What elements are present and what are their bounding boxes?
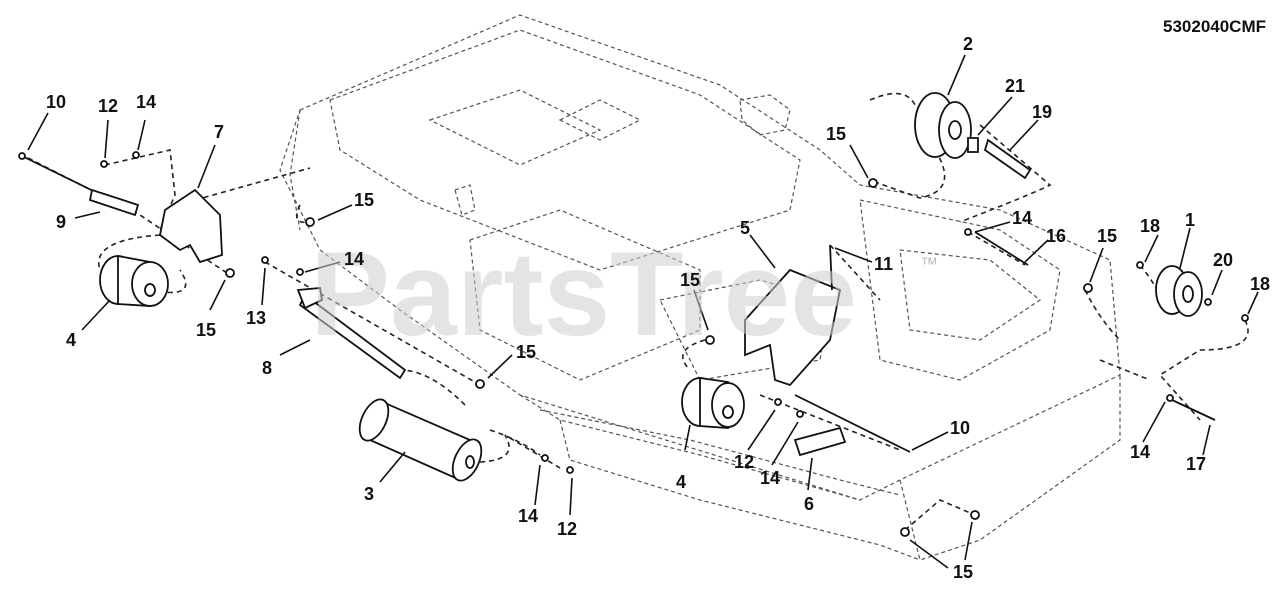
wheel-part-1 xyxy=(1155,265,1203,317)
callout-leaders xyxy=(27,54,1259,569)
callout-label: 12 xyxy=(734,452,754,472)
callout-labels: 10 12 14 7 9 4 15 15 13 14 8 15 3 14 12 … xyxy=(46,34,1270,582)
callout-label: 12 xyxy=(98,96,118,116)
callout-label: 5 xyxy=(740,218,750,238)
bracket-part-5 xyxy=(744,268,842,387)
callout-label: 21 xyxy=(1005,76,1025,96)
callout-label: 19 xyxy=(1032,102,1052,122)
callout-label: 10 xyxy=(46,92,66,112)
callout-label: 6 xyxy=(804,494,814,514)
callout-label: 15 xyxy=(354,190,374,210)
callout-label: 12 xyxy=(557,519,577,539)
callout-label: 14 xyxy=(344,249,364,269)
wheel-part-2 xyxy=(914,92,979,159)
watermark-trademark: ™ xyxy=(920,254,938,274)
callout-label: 15 xyxy=(196,320,216,340)
mower-deck-outline xyxy=(279,14,1121,561)
callout-label: 15 xyxy=(953,562,973,582)
callout-label: 15 xyxy=(826,124,846,144)
callout-label: 16 xyxy=(1046,226,1066,246)
callout-label: 11 xyxy=(874,254,893,274)
callout-label: 15 xyxy=(516,342,536,362)
callout-label: 15 xyxy=(1097,226,1117,246)
callout-label: 9 xyxy=(56,212,66,232)
shafts-and-bolts xyxy=(18,138,1249,537)
callout-label: 18 xyxy=(1250,274,1270,294)
callout-label: 4 xyxy=(66,330,76,350)
callout-label: 3 xyxy=(364,484,374,504)
callout-label: 14 xyxy=(1130,442,1150,462)
callout-label: 14 xyxy=(760,468,780,488)
callout-label: 8 xyxy=(262,358,272,378)
callout-label: 17 xyxy=(1186,454,1206,474)
callout-label: 1 xyxy=(1185,210,1195,230)
watermark-text: PartsTree xyxy=(310,227,857,361)
link-part-6 xyxy=(793,426,847,457)
roller-part-4-center xyxy=(681,376,745,429)
callout-label: 13 xyxy=(246,308,266,328)
roller-part-4-left xyxy=(99,254,169,307)
callout-label: 14 xyxy=(1012,208,1032,228)
drawing-code: 5302040CMF xyxy=(1163,17,1266,36)
bracket-part-7 xyxy=(159,188,223,264)
callout-label: 20 xyxy=(1213,250,1233,270)
roller-part-3 xyxy=(358,398,483,482)
callout-label: 15 xyxy=(680,270,700,290)
callout-label: 10 xyxy=(950,418,970,438)
callout-label: 4 xyxy=(676,472,686,492)
callout-label: 18 xyxy=(1140,216,1160,236)
callout-label: 14 xyxy=(136,92,156,112)
callout-label: 2 xyxy=(963,34,973,54)
watermark: PartsTree ™ xyxy=(310,227,938,361)
callout-label: 7 xyxy=(214,122,224,142)
callout-label: 14 xyxy=(518,506,538,526)
